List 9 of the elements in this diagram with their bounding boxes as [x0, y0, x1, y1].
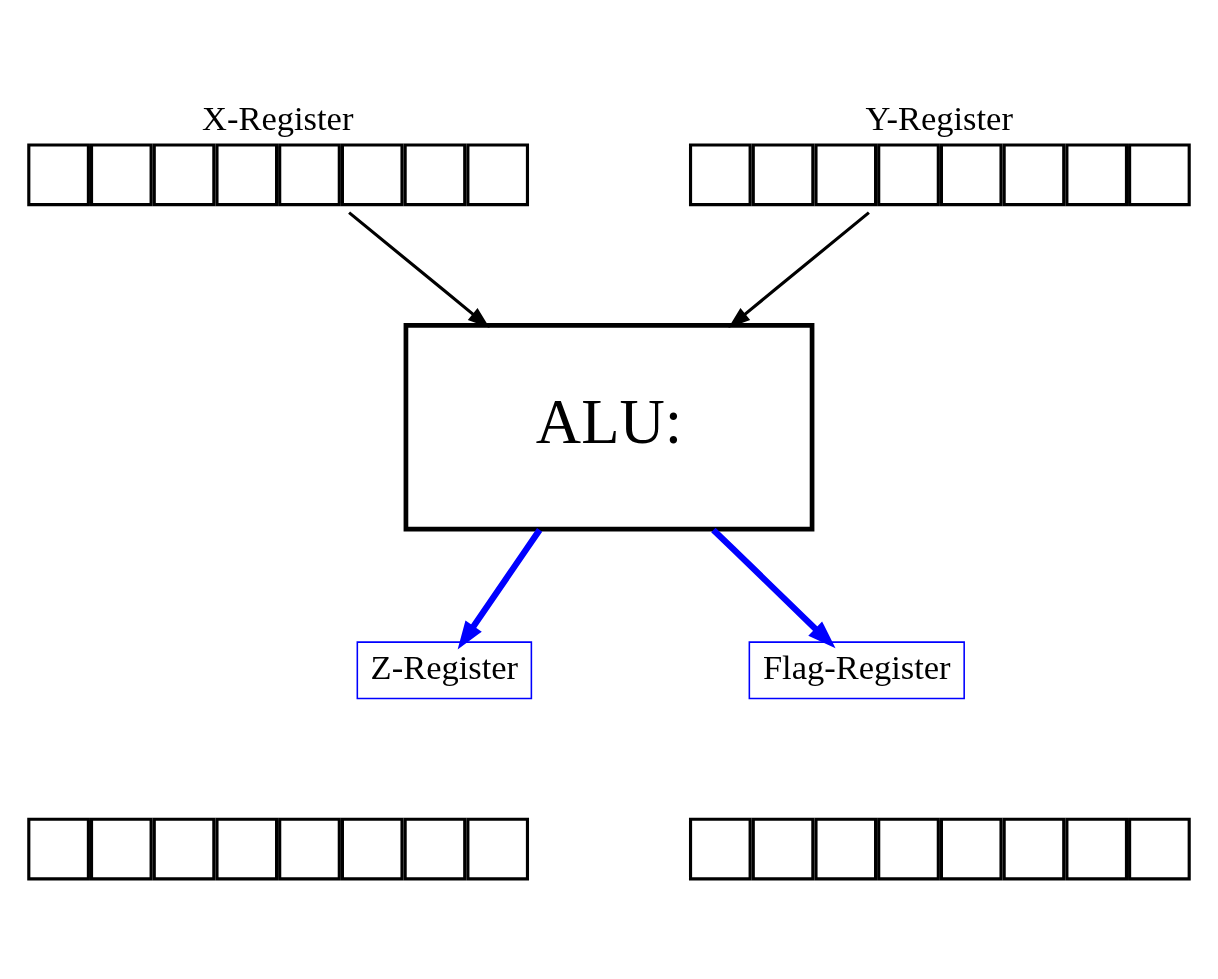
arrow	[728, 210, 870, 328]
arrow	[711, 527, 836, 648]
node-box: Z-Register	[356, 640, 533, 699]
arrow	[457, 527, 543, 649]
node-label: X-Register	[202, 98, 354, 137]
node-box: ALU:	[403, 322, 815, 532]
arrow	[348, 210, 490, 328]
node-box: Flag-Register	[748, 640, 965, 699]
node-label: Y-Register	[865, 98, 1013, 137]
